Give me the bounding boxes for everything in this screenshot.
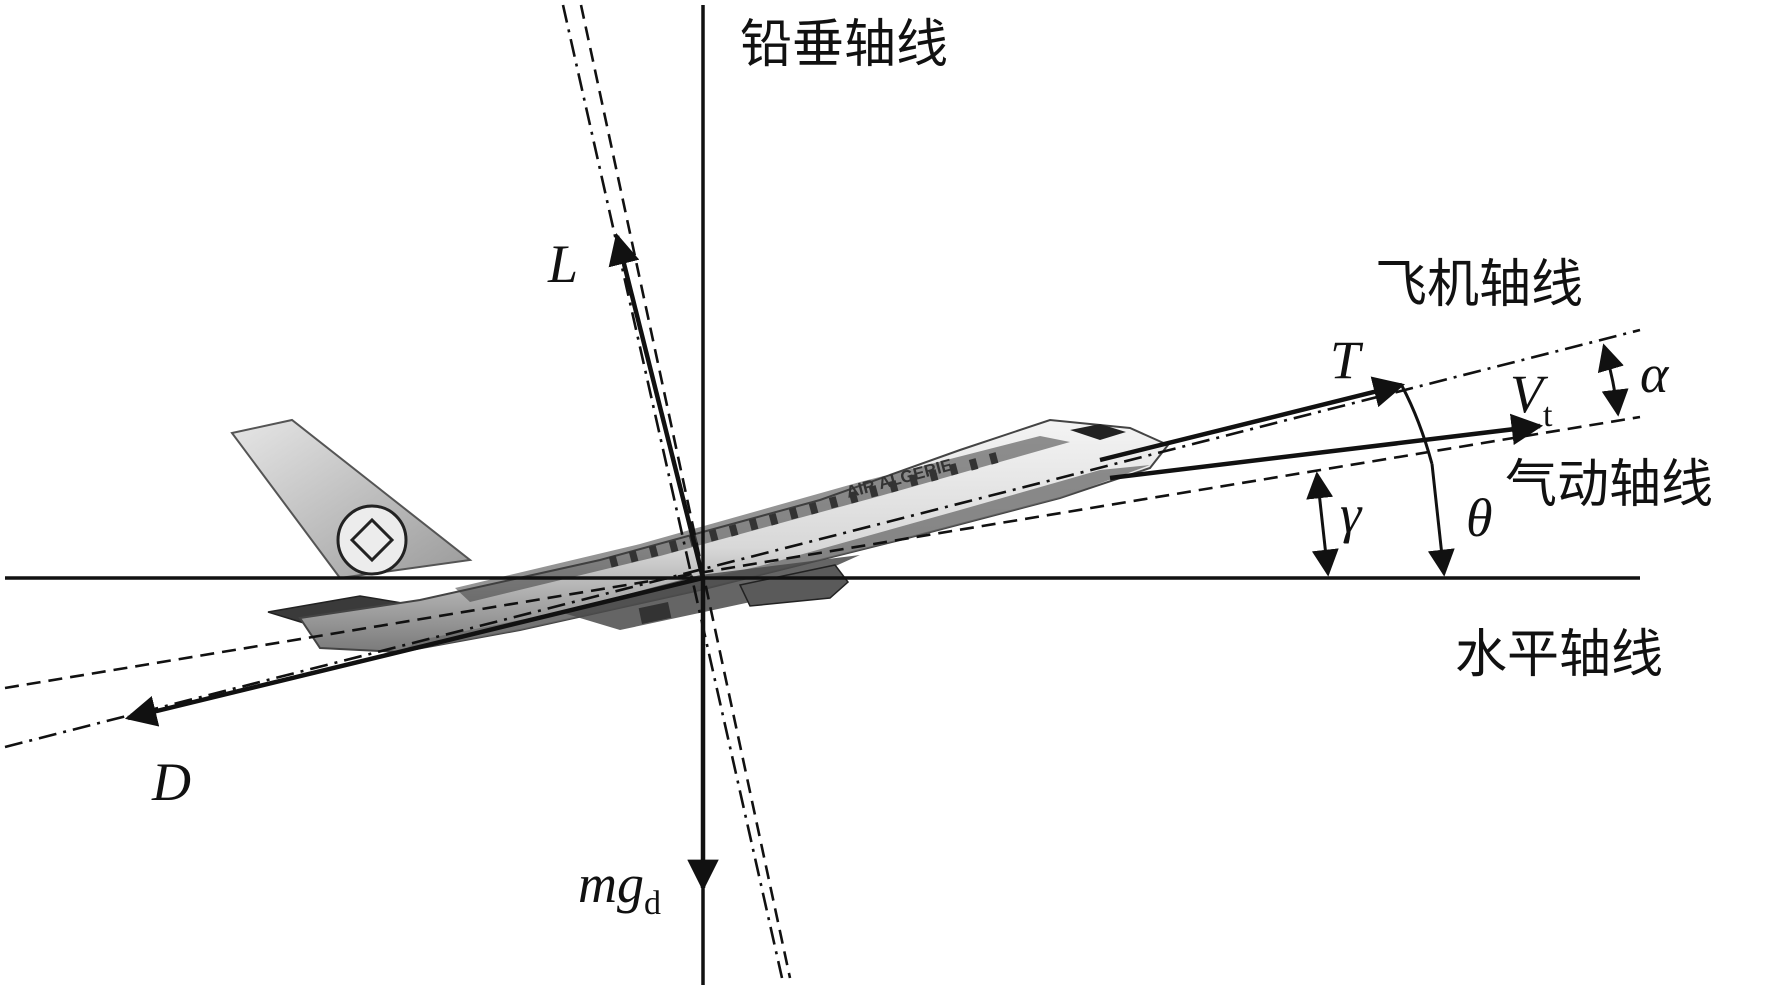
tail-fin	[230, 418, 473, 580]
aircraft-axis-line	[4, 328, 1641, 749]
aircraft-image: AIR ALGERIE	[230, 418, 1170, 654]
tail-emblem	[336, 504, 408, 576]
wing	[560, 555, 860, 630]
drag-label: D	[151, 752, 191, 812]
cockpit-windows	[1070, 424, 1126, 440]
gamma-arc	[1306, 471, 1339, 577]
gravity-symbol: mg	[578, 854, 644, 914]
drag-vector	[124, 575, 704, 727]
lift-vector	[608, 232, 706, 579]
theta-arc-upper	[1400, 385, 1434, 465]
gravity-subscript: d	[644, 885, 661, 922]
velocity-subscript: t	[1543, 397, 1553, 434]
velocity-vector	[1109, 413, 1544, 481]
gravity-label: mgd	[578, 854, 661, 922]
lift-label: L	[547, 234, 578, 294]
thrust-vector	[1099, 376, 1406, 463]
aero-axis-line	[4, 415, 1641, 690]
thrust-label: T	[1330, 330, 1364, 390]
alpha-arc	[1597, 343, 1629, 417]
theta-label: θ	[1466, 488, 1493, 548]
aircraft-axis-label: 飞机轴线	[1375, 255, 1583, 315]
velocity-symbol: V	[1510, 364, 1549, 424]
cabin-windows	[608, 452, 999, 568]
gamma-label: γ	[1340, 484, 1363, 544]
engine	[738, 564, 850, 607]
body-normal-line	[561, 4, 784, 979]
theta-arc	[1427, 463, 1455, 577]
velocity-label: Vt	[1510, 364, 1553, 434]
vertical-axis-label: 铅垂轴线	[740, 15, 948, 75]
aero-normal-line	[579, 4, 792, 979]
horizontal-axis-label: 水平轴线	[1455, 625, 1663, 685]
aero-axis-label: 气动轴线	[1505, 455, 1713, 515]
alpha-label: α	[1640, 344, 1670, 404]
